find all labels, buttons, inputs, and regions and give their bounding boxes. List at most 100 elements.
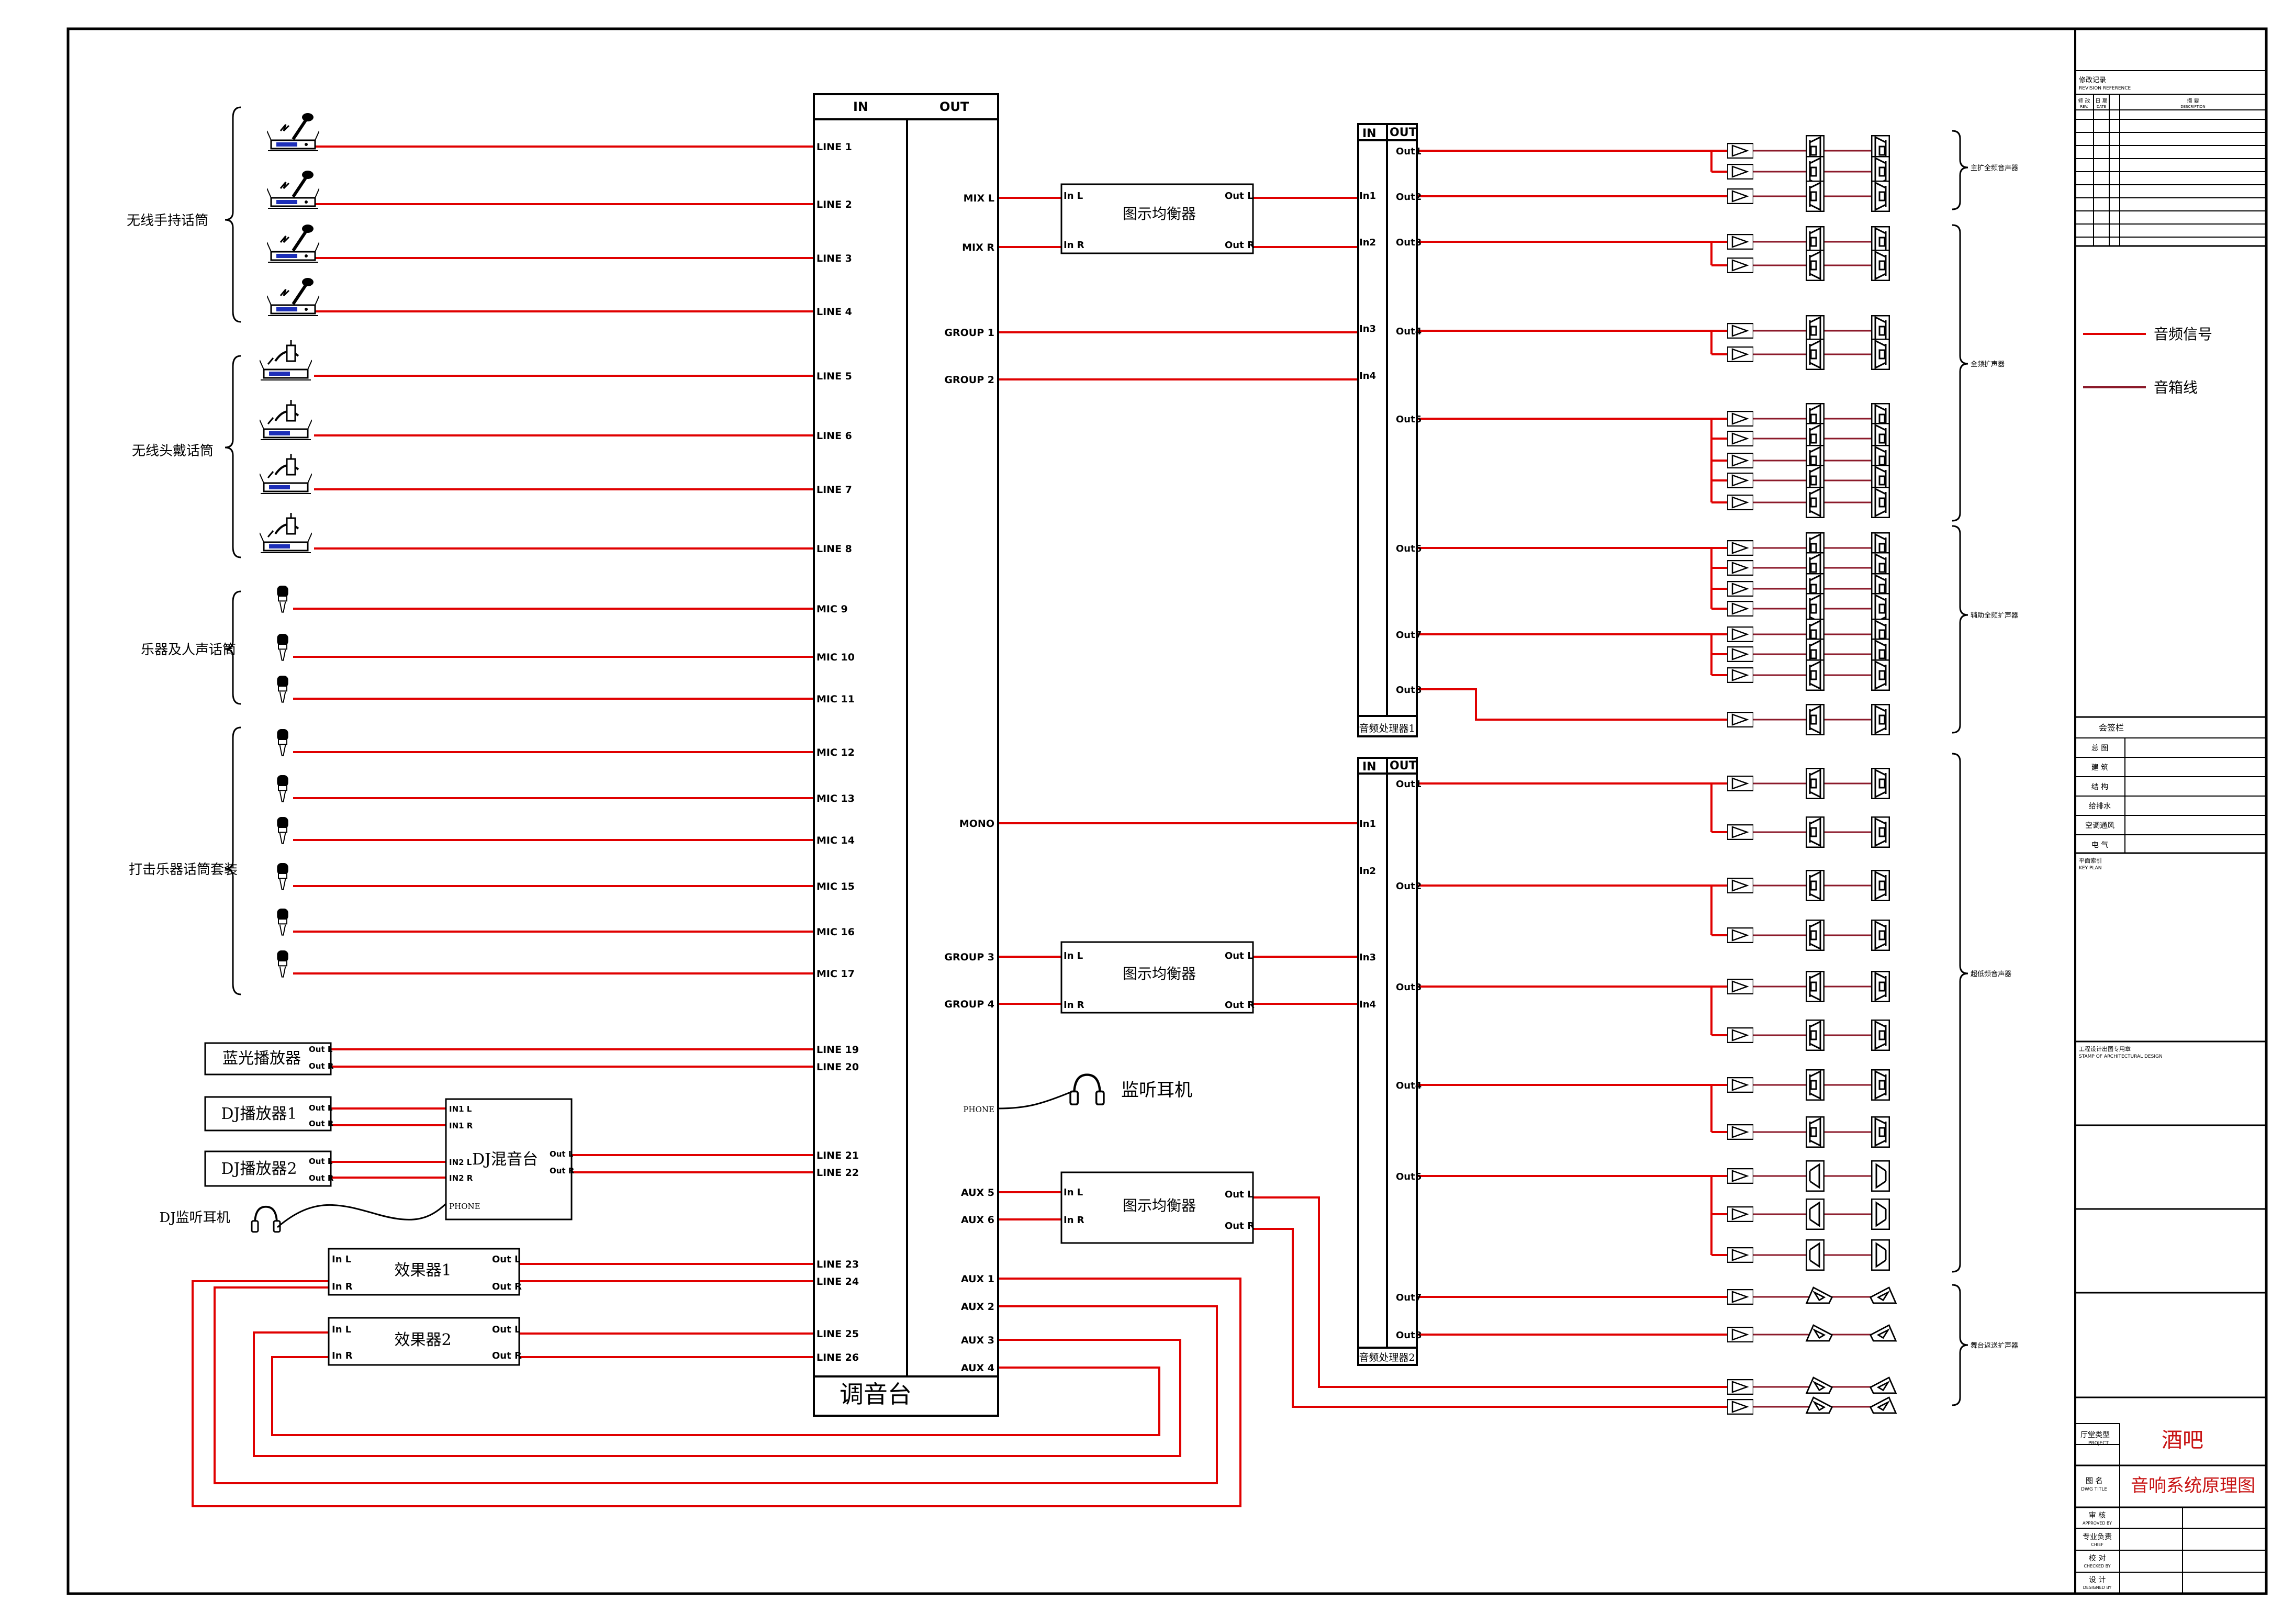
mixer-input-label: LINE 20 bbox=[816, 1061, 859, 1073]
dsp2-input-label: In3 bbox=[1359, 952, 1376, 963]
fx2-in-r: In R bbox=[332, 1350, 353, 1361]
approval-label: 校 对 bbox=[2089, 1554, 2106, 1563]
fx1-out-l: Out L bbox=[492, 1254, 520, 1265]
wireless-handheld-mic-icon bbox=[267, 225, 319, 262]
amplifier-icon bbox=[1727, 1379, 1753, 1395]
speaker-left-icon bbox=[1806, 920, 1825, 951]
dj-mixer: DJ混音台 IN1 L IN1 R IN2 L IN2 R Out L Out … bbox=[445, 1098, 575, 1220]
dsp1-output-wire bbox=[1417, 418, 1713, 502]
geq2-in-l: In L bbox=[1064, 950, 1083, 961]
fx1-in-r: In R bbox=[332, 1281, 353, 1292]
geq1-in-r: In R bbox=[1064, 240, 1084, 251]
aux3-to-fx2-wire bbox=[253, 1331, 1181, 1457]
dsp2-output-label: Out2 bbox=[1396, 881, 1422, 892]
dsp2-output-label: Out3 bbox=[1396, 982, 1422, 993]
dj2-out-l: Out L bbox=[309, 1157, 333, 1166]
speaker-right-icon bbox=[1871, 1116, 1890, 1148]
amplifier-icon bbox=[1727, 560, 1753, 576]
geq1-in-l: In L bbox=[1064, 191, 1083, 201]
dsp2-input-label: In4 bbox=[1359, 999, 1376, 1010]
power-amplifiers bbox=[1727, 143, 1753, 1415]
dj-mixer-label: DJ混音台 bbox=[472, 1150, 538, 1169]
effects-unit-1-label: 效果器1 bbox=[394, 1261, 451, 1280]
amplifier-icon bbox=[1727, 453, 1753, 468]
amplifier-icon bbox=[1727, 164, 1753, 180]
speaker-left-icon bbox=[1806, 339, 1825, 370]
dsp2-output-wire bbox=[1417, 1084, 1713, 1132]
amplifier-icon bbox=[1727, 1168, 1753, 1184]
dsp1-in-header: IN bbox=[1362, 127, 1377, 140]
dsp2-output-label: Out4 bbox=[1396, 1080, 1422, 1091]
speaker-group-label: 舞台返送扩声器 bbox=[1971, 1342, 2018, 1350]
speaker-right-icon bbox=[1871, 1069, 1890, 1101]
graphic-eq-3-label: 图示均衡器 bbox=[1123, 1197, 1196, 1214]
mixer-input-label: LINE 25 bbox=[816, 1328, 859, 1340]
amplifier-icon bbox=[1727, 1399, 1753, 1415]
fx2-out-r: Out R bbox=[492, 1350, 522, 1361]
mixer-output-label: AUX 2 bbox=[961, 1301, 994, 1313]
aux2-to-fx1-wire bbox=[214, 1286, 1218, 1484]
dsp1-output-wire bbox=[1417, 330, 1713, 354]
amplifier-icon bbox=[1727, 927, 1753, 943]
amplifier-icon bbox=[1727, 1206, 1753, 1222]
dj-mixer-in2r: IN2 R bbox=[449, 1173, 473, 1183]
dsp1-out-header: OUT bbox=[1390, 126, 1417, 139]
stage-monitor-right-icon bbox=[1870, 1286, 1897, 1304]
stage-monitor-right-icon bbox=[1870, 1376, 1897, 1394]
title-block bbox=[2075, 70, 2266, 1594]
approval-label-en: CHIEF bbox=[2091, 1542, 2103, 1547]
subwoofer-right-icon bbox=[1871, 1199, 1890, 1230]
key-plan-label: 平面索引 bbox=[2079, 857, 2102, 864]
instrument-mic-icon bbox=[276, 633, 289, 661]
dsp2-output-label: Out8 bbox=[1396, 1330, 1422, 1341]
mixer-input-label: LINE 19 bbox=[816, 1044, 859, 1056]
speaker-left-icon bbox=[1806, 870, 1825, 901]
speaker-left-icon bbox=[1806, 704, 1825, 735]
dsp1-output-label: Out6 bbox=[1396, 543, 1422, 554]
dsp1-output-label: Out2 bbox=[1396, 192, 1422, 203]
speaker-left-icon bbox=[1806, 768, 1825, 799]
speaker-right-icon bbox=[1871, 768, 1890, 799]
sheet-border bbox=[66, 27, 2268, 1595]
wireless-headset-mic-icon bbox=[260, 512, 312, 554]
dj-mixer-out-l: Out L bbox=[550, 1149, 574, 1159]
dsp2-output-label: Out1 bbox=[1396, 779, 1422, 790]
amplifier-icon bbox=[1727, 712, 1753, 727]
speaker-group-label: 全频扩声器 bbox=[1971, 360, 2005, 368]
mixer-input-label: LINE 3 bbox=[816, 253, 852, 264]
dj-headphone-cable bbox=[277, 1203, 447, 1228]
graphic-eq-1: 图示均衡器 In L In R Out L Out R bbox=[1060, 183, 1255, 254]
stage-monitor-right-icon bbox=[1870, 1324, 1897, 1342]
speaker-right-icon bbox=[1871, 659, 1890, 691]
geq3-out-r-wire bbox=[1253, 1228, 1727, 1408]
monitor-headphone-icon bbox=[1070, 1075, 1104, 1105]
subwoofer-left-icon bbox=[1806, 1160, 1825, 1192]
dsp1-input-label: In3 bbox=[1359, 323, 1376, 334]
wireless-handheld-mic-icon bbox=[267, 113, 319, 151]
speaker-left-icon bbox=[1806, 1116, 1825, 1148]
approval-label-en: CHECKED BY bbox=[2084, 1564, 2110, 1569]
mixer-input-label: LINE 26 bbox=[816, 1352, 859, 1363]
speaker-right-icon bbox=[1871, 487, 1890, 518]
speaker-left-icon bbox=[1806, 181, 1825, 212]
sign-row-label: 空调通风 bbox=[2085, 822, 2114, 830]
dsp-port-labels: In1In2In3In4Out1Out2Out3Out4Out5Out6Out7… bbox=[1359, 146, 1422, 1341]
geq3-in-r: In R bbox=[1064, 1215, 1084, 1226]
speaker-left-icon bbox=[1806, 659, 1825, 691]
bluray-out-r: Out R bbox=[309, 1061, 334, 1071]
amplifier-icon bbox=[1727, 188, 1753, 204]
microphones bbox=[260, 113, 319, 978]
dsp1-output-label: Out5 bbox=[1396, 414, 1422, 425]
mixer-output-label: AUX 6 bbox=[961, 1214, 994, 1226]
dsp2-input-label: In2 bbox=[1359, 866, 1376, 877]
speaker-left-icon bbox=[1806, 1020, 1825, 1051]
dsp2-title: 音频处理器2 bbox=[1359, 1352, 1415, 1363]
fx2-out-l: Out L bbox=[492, 1324, 520, 1335]
group-label-instrument-vocal: 乐器及人声话筒 bbox=[141, 642, 236, 658]
geq3-out-l-wire bbox=[1253, 1196, 1727, 1388]
speaker-left-icon bbox=[1806, 487, 1825, 518]
dj-mixer-in2l: IN2 L bbox=[449, 1158, 472, 1167]
